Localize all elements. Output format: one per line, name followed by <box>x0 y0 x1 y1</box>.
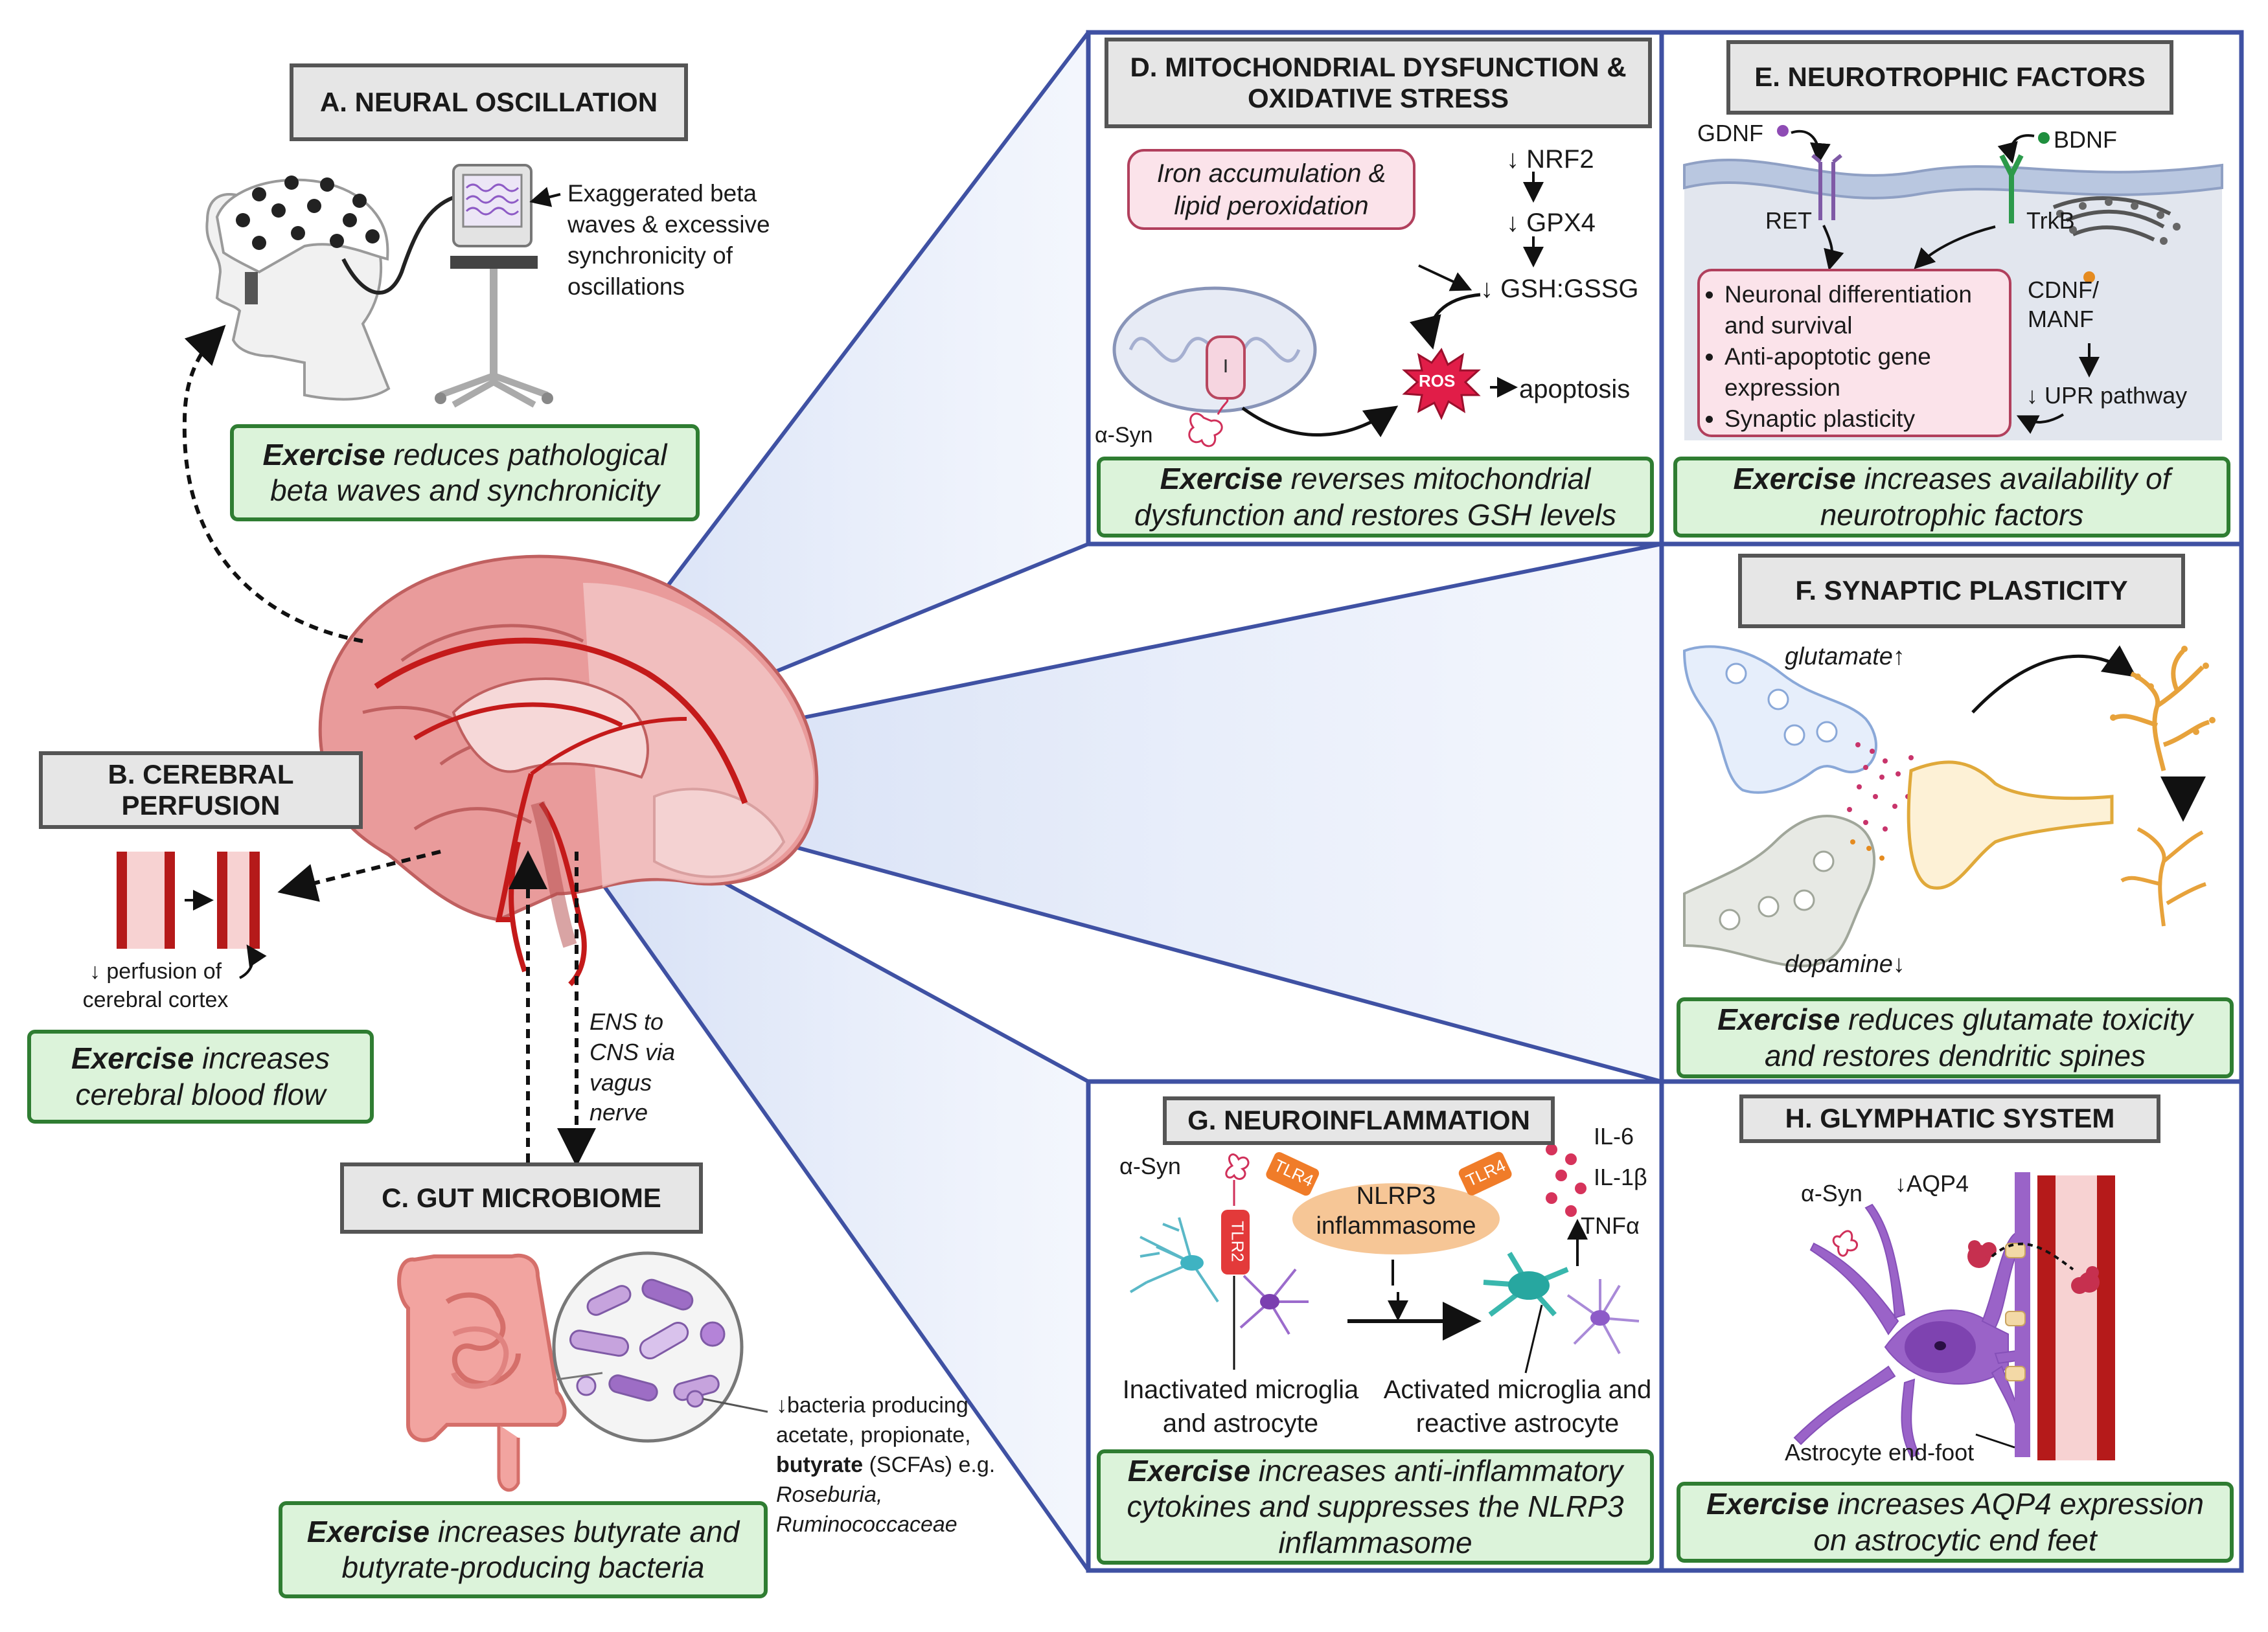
panel-b-note: ↓ perfusion of cerebral cortex <box>82 959 229 1013</box>
glymphatic-illustration <box>1793 1172 2115 1460</box>
ret-label: RET <box>1765 207 1812 234</box>
gpx4-label: ↓ GPX4 <box>1506 209 1596 237</box>
panel-d-asyn-label: α-Syn <box>1095 423 1153 448</box>
panel-h-asyn-label: α-Syn <box>1801 1180 1862 1207</box>
eeg-illustration <box>205 164 561 408</box>
panel-a-note: Exaggerated beta waves & excessive synch… <box>567 180 770 300</box>
exercise-keyword: Exercise <box>1160 462 1283 496</box>
upr-label: ↓ UPR pathway <box>2026 382 2188 409</box>
panel-f-title: F. SYNAPTIC PLASTICITY <box>1738 554 2185 628</box>
tlr2-label: TLR2 <box>1228 1221 1248 1262</box>
mitochondria-illustration <box>1112 172 1544 448</box>
astrocyte-endfoot-label: Astrocyte end-foot <box>1785 1439 1975 1466</box>
exercise-keyword: Exercise <box>1127 1454 1251 1488</box>
inactivated-cells-label: Inactivated microglia and astrocyte <box>1122 1376 1359 1438</box>
panel-a-title: A. NEURAL OSCILLATION <box>290 63 688 141</box>
bdnf-label: BDNF <box>2054 126 2117 153</box>
dendrite-damaged <box>2120 827 2206 927</box>
panel-c-note-mid: (SCFAs) e.g. <box>863 1452 996 1477</box>
gdnf-label: GDNF <box>1697 120 1763 146</box>
panel-d-title: D. MITOCHONDRIAL DYSFUNCTION & OXIDATIVE… <box>1105 38 1652 128</box>
panel-g-asyn-label: α-Syn <box>1119 1153 1181 1179</box>
neuroinflammation-illustration <box>1129 1144 1640 1374</box>
vessel-illustration <box>117 852 267 979</box>
panel-a-exercise-text: reduces pathological beta waves and sync… <box>270 437 667 507</box>
cdnf-manf-label: CDNF/ MANF <box>2028 277 2099 332</box>
panel-c-note-bold: butyrate <box>776 1452 864 1477</box>
brain-illustration <box>318 554 819 986</box>
trophic-effect-item: Neuronal differentiation and survival <box>1724 279 2004 341</box>
exercise-keyword: Exercise <box>1733 462 1856 496</box>
ros-label: ROS <box>1419 371 1456 391</box>
panel-f-exercise: Exercise reduces glutamate toxicity and … <box>1677 997 2234 1078</box>
tnfa-label: TNFα <box>1581 1212 1640 1239</box>
activated-cells-label: Activated microglia and reactive astrocy… <box>1383 1376 1652 1438</box>
panel-g-title: G. NEUROINFLAMMATION <box>1163 1096 1555 1145</box>
panel-g-exercise-text: increases anti-inflammatory cytokines an… <box>1127 1454 1624 1559</box>
panel-a-exercise: Exercise reduces pathological beta waves… <box>230 424 700 521</box>
panel-c-title: C. GUT MICROBIOME <box>340 1162 703 1234</box>
panel-d-exercise-text: reverses mitochondrial dysfunction and r… <box>1134 462 1617 532</box>
panel-b-title: B. CEREBRAL PERFUSION <box>39 751 363 829</box>
dendrite-healthy <box>2111 649 2210 771</box>
gsh-gssg-label: ↓ GSH:GSSG <box>1480 275 1639 303</box>
exercise-keyword: Exercise <box>262 437 385 471</box>
panel-d-exercise: Exercise reverses mitochondrial dysfunct… <box>1097 457 1654 538</box>
trophic-effect-item: Synaptic plasticity <box>1724 403 2004 435</box>
panel-g-exercise: Exercise increases anti-inflammatory cyt… <box>1097 1449 1654 1565</box>
glutamate-label: glutamate↑ <box>1785 643 1905 670</box>
trkb-label: TrkB <box>2026 207 2075 234</box>
aqp4-label: ↓AQP4 <box>1895 1170 1969 1197</box>
exercise-keyword: Exercise <box>1717 1003 1840 1037</box>
trophic-effect-item: Anti-apoptotic gene expression <box>1724 341 2004 403</box>
dopamine-label: dopamine↓ <box>1785 951 1905 978</box>
dashed-connectors <box>182 324 596 1167</box>
il1b-label: IL-1β <box>1594 1164 1647 1190</box>
panel-h-exercise-text: increases AQP4 expression on astrocytic … <box>1813 1487 2204 1557</box>
exercise-keyword: Exercise <box>1706 1487 1829 1521</box>
trophic-effects-box: Neuronal differentiation and survival An… <box>1697 269 2011 437</box>
panel-h-title: H. GLYMPHATIC SYSTEM <box>1739 1094 2160 1143</box>
trophic-effects-list: Neuronal differentiation and survival An… <box>1700 279 2004 435</box>
nrf2-label: ↓ NRF2 <box>1506 145 1594 174</box>
panel-h-exercise: Exercise increases AQP4 expression on as… <box>1677 1482 2234 1563</box>
exercise-keyword: Exercise <box>71 1041 194 1076</box>
ros-burst <box>1402 348 1481 420</box>
panel-e-exercise-text: increases availability of neurotrophic f… <box>1820 462 2171 532</box>
panel-e-exercise: Exercise increases availability of neuro… <box>1673 457 2230 538</box>
iron-accumulation-box: Iron accumulation & lipid peroxidation <box>1127 149 1415 230</box>
panel-f-exercise-text: reduces glutamate toxicity and restores … <box>1764 1003 2193 1072</box>
panel-c-note: ↓bacteria producing acetate, propionate,… <box>776 1391 1022 1539</box>
exercise-keyword: Exercise <box>306 1514 430 1548</box>
panel-c-note-ital: Roseburia, Ruminococcaceae <box>776 1482 957 1537</box>
panel-c-exercise: Exercise increases butyrate and butyrate… <box>279 1501 768 1598</box>
apoptosis-label: apoptosis <box>1519 375 1631 403</box>
iron-accumulation-label: Iron accumulation & lipid peroxidation <box>1156 159 1386 220</box>
panel-c-note-pre: ↓bacteria producing acetate, propionate, <box>776 1393 971 1447</box>
il6-label: IL-6 <box>1594 1123 1634 1150</box>
synapse-illustration <box>1682 645 2216 968</box>
nlrp3-label: NLRP3 inflammasome <box>1316 1183 1476 1240</box>
ens-vagus-label: ENS to CNS via vagus nerve <box>590 1008 676 1126</box>
panel-b-exercise: Exercise increases cerebral blood flow <box>27 1030 374 1124</box>
panel-e-title: E. NEUROTROPHIC FACTORS <box>1726 40 2173 115</box>
panel-b-exercise-text: increases cerebral blood flow <box>75 1041 330 1111</box>
gut-illustration <box>397 1251 768 1492</box>
panel-c-exercise-text: increases butyrate and butyrate-producin… <box>341 1514 740 1584</box>
